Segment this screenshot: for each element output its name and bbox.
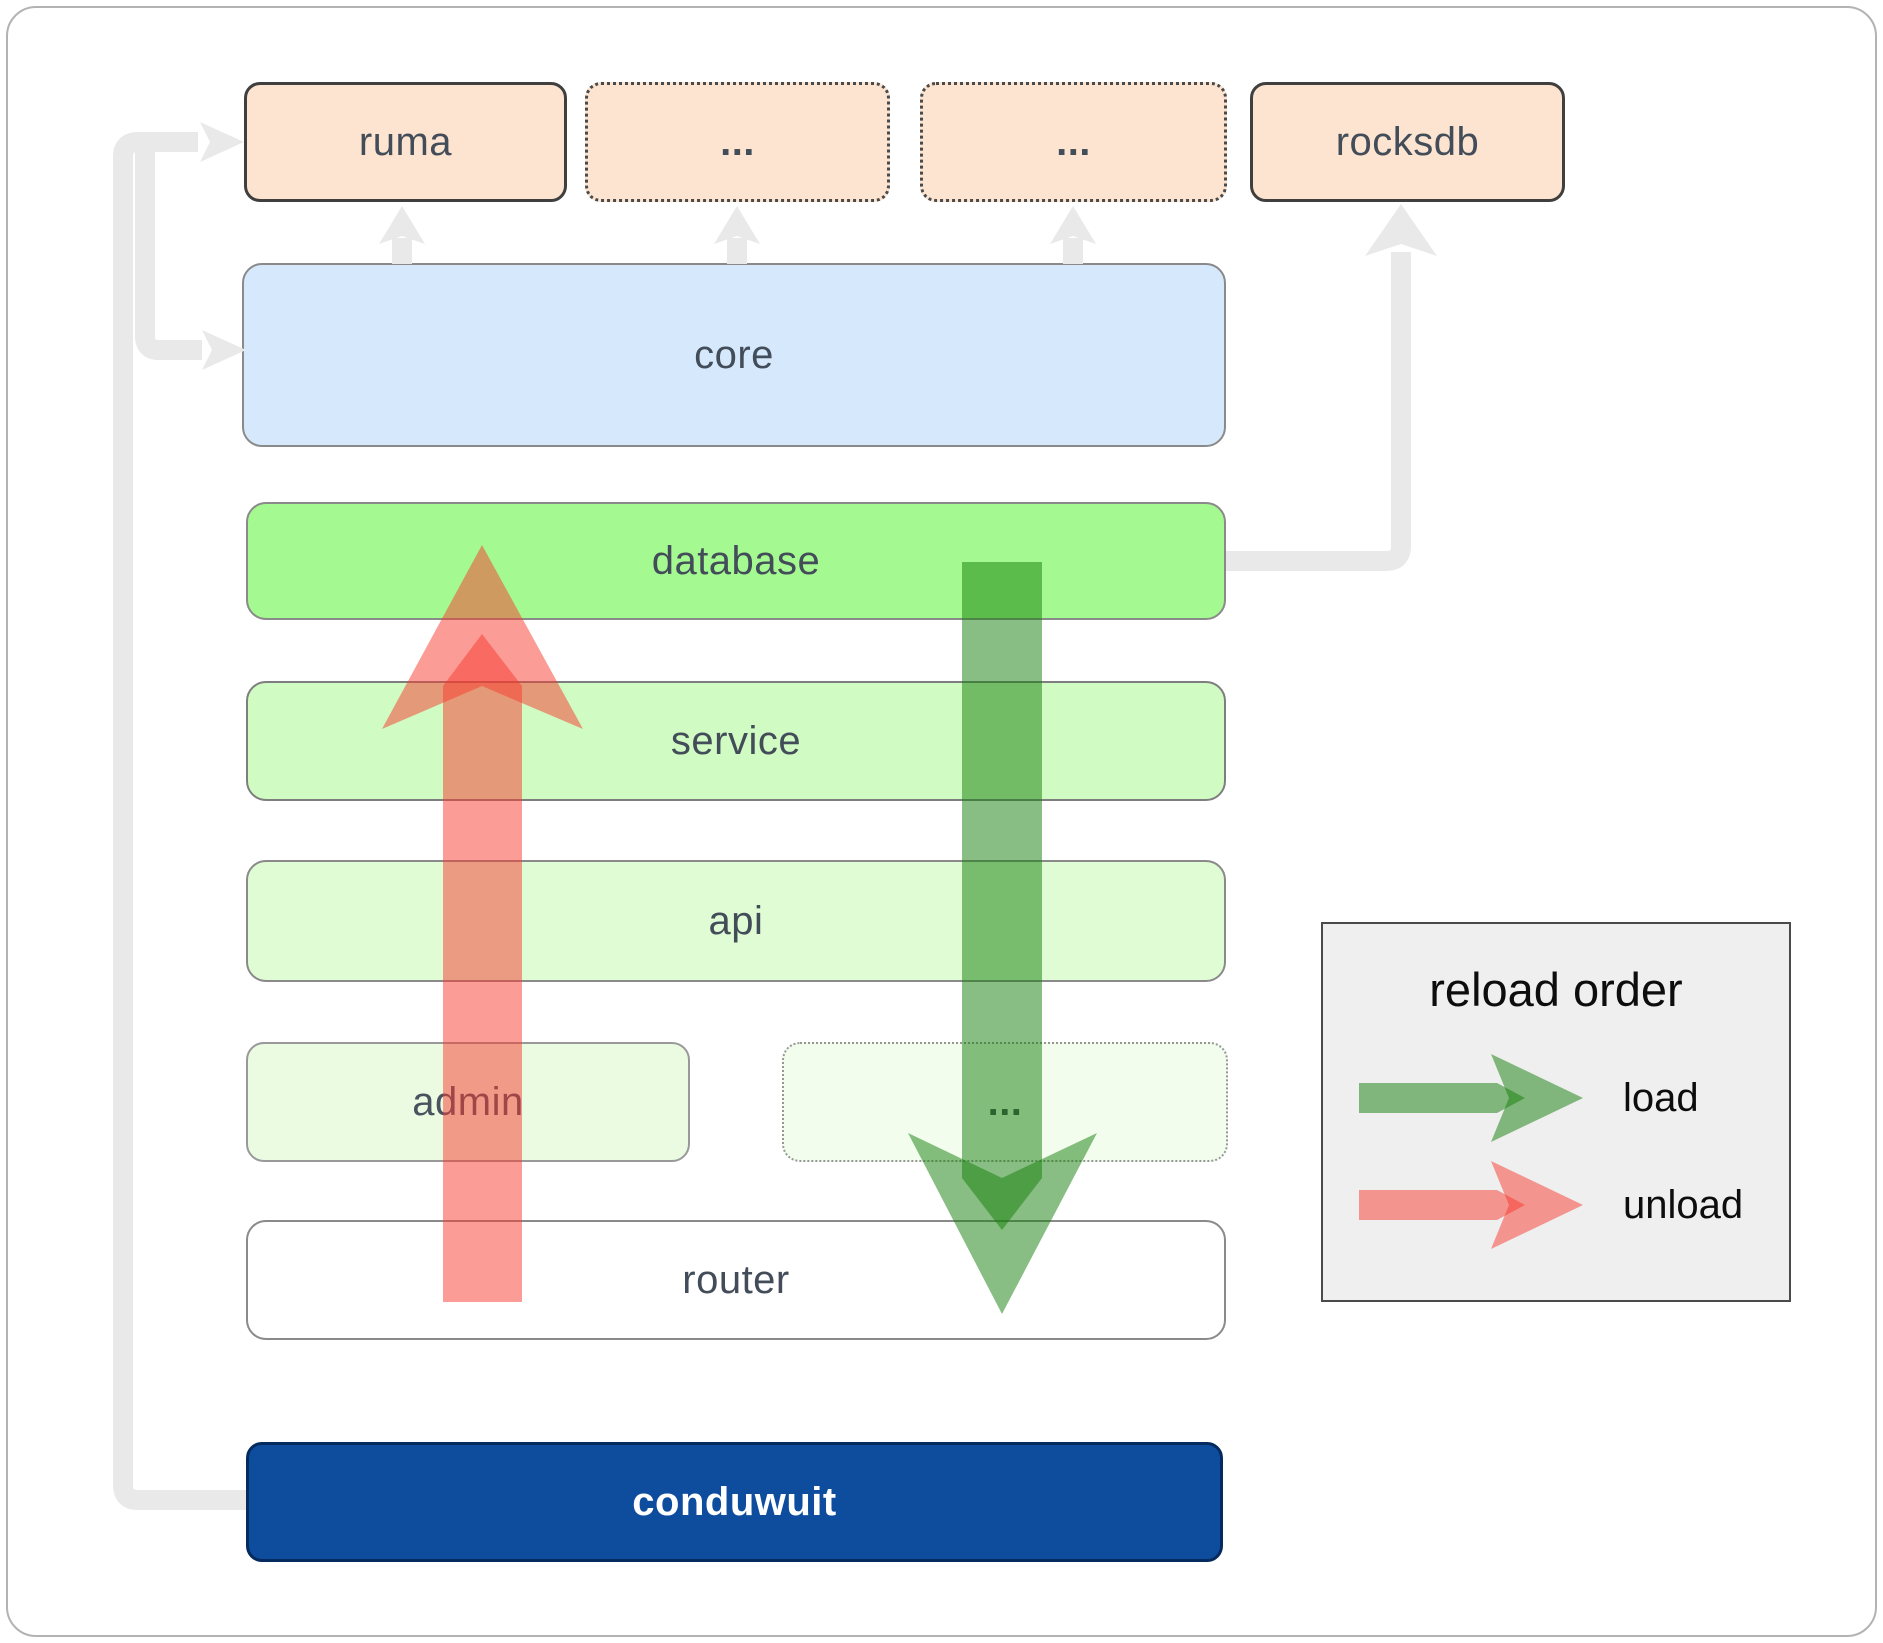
legend-title: reload order bbox=[1429, 963, 1683, 1016]
node-admin-label: admin bbox=[412, 1079, 524, 1124]
legend-load-label: load bbox=[1623, 1075, 1699, 1120]
node-ellipsis-1: ... bbox=[585, 82, 890, 202]
node-core-label: core bbox=[694, 332, 774, 377]
legend-unload-arrow-icon bbox=[1359, 1161, 1583, 1249]
node-router: router bbox=[246, 1220, 1226, 1340]
node-rocksdb-label: rocksdb bbox=[1335, 119, 1480, 164]
legend: reload order load unload bbox=[1321, 922, 1791, 1302]
node-service: service bbox=[246, 681, 1226, 801]
node-core: core bbox=[242, 263, 1226, 447]
node-ellipsis-2: ... bbox=[920, 82, 1227, 202]
node-api: api bbox=[246, 860, 1226, 982]
node-database-label: database bbox=[651, 538, 821, 583]
node-database: database bbox=[246, 502, 1226, 620]
node-ellipsis-1-label: ... bbox=[720, 119, 755, 164]
node-conduwuit: conduwuit bbox=[246, 1442, 1223, 1562]
node-rocksdb: rocksdb bbox=[1250, 82, 1565, 202]
node-admin: admin bbox=[246, 1042, 690, 1162]
node-api-label: api bbox=[708, 898, 764, 943]
node-conduwuit-label: conduwuit bbox=[632, 1479, 837, 1524]
diagram-outer-frame bbox=[6, 6, 1877, 1637]
legend-load-arrow-icon bbox=[1359, 1054, 1583, 1142]
node-router-label: router bbox=[682, 1257, 790, 1302]
legend-unload-label: unload bbox=[1623, 1182, 1744, 1227]
node-service-label: service bbox=[670, 718, 802, 763]
node-ruma: ruma bbox=[244, 82, 567, 202]
node-ellipsis-3-label: ... bbox=[987, 1079, 1023, 1124]
node-ellipsis-2-label: ... bbox=[1056, 119, 1091, 164]
node-ellipsis-3: ... bbox=[782, 1042, 1228, 1162]
node-ruma-label: ruma bbox=[358, 119, 453, 164]
